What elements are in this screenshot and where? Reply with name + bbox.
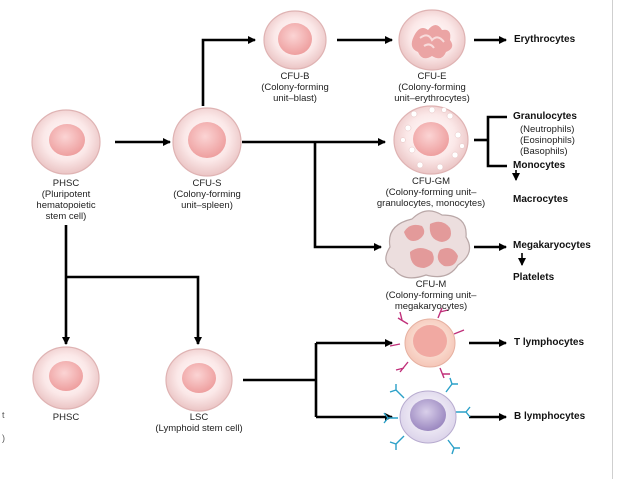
phsc-top-label: PHSC (Pluripotent hematopoietic stem cel…	[20, 178, 112, 222]
b-lymphocyte-cell	[383, 377, 471, 455]
eosinophils-label: (Eosinophils)	[520, 135, 575, 146]
b-lymphocytes-label: B lymphocytes	[514, 411, 586, 422]
cfu-s-cell	[172, 107, 242, 177]
phsc-top-desc-1: (Pluripotent	[41, 189, 91, 200]
edge-fragment-2: )	[2, 433, 5, 443]
cfu-m-name: CFU-M	[415, 279, 447, 290]
cfu-e-name: CFU-E	[417, 71, 447, 82]
edge-fragment-1: t	[2, 410, 5, 420]
cfu-b-desc-2: unit–blast)	[273, 93, 317, 104]
cfu-e-label: CFU-E (Colony-forming unit–erythrocytes)	[372, 71, 492, 104]
phsc-top-cell	[31, 109, 101, 175]
cfu-m-desc-1: (Colony-forming unit–	[385, 290, 477, 301]
cfu-b-label: CFU-B (Colony-forming unit–blast)	[245, 71, 345, 104]
cfu-s-desc-2: unit–spleen)	[181, 200, 233, 211]
cfu-b-name: CFU-B	[280, 71, 310, 82]
cfu-m-label: CFU-M (Colony-forming unit– megakaryocyt…	[358, 279, 504, 312]
granulocytes-label: Granulocytes	[513, 111, 577, 122]
connector-lines	[62, 36, 507, 421]
t-lymphocytes-label: T lymphocytes	[514, 337, 585, 348]
megakaryocytes-label: Megakaryocytes	[513, 240, 591, 251]
cfu-s-name: CFU-S	[192, 178, 222, 189]
cfu-gm-name: CFU-GM	[412, 176, 450, 187]
cfu-b-cell	[263, 10, 327, 70]
minor-arrows	[512, 170, 526, 266]
basophils-label: (Basophils)	[520, 146, 568, 157]
platelets-label: Platelets	[513, 272, 555, 283]
monocytes-label: Monocytes	[513, 160, 566, 171]
cfu-m-cell	[385, 210, 471, 279]
lsc-desc: (Lymphoid stem cell)	[155, 423, 243, 434]
lsc-name: LSC	[189, 412, 209, 423]
lsc-cell	[165, 348, 233, 412]
cfu-b-desc-1: (Colony-forming	[261, 82, 329, 93]
cfu-e-cell	[398, 9, 466, 71]
phsc-top-desc-3: stem cell)	[45, 211, 87, 222]
lsc-label: LSC (Lymphoid stem cell)	[140, 412, 258, 434]
neutrophils-label: (Neutrophils)	[520, 124, 575, 135]
phsc-bottom-label: PHSC	[36, 412, 96, 423]
cfu-gm-desc-2: granulocytes, monocytes)	[376, 198, 486, 209]
t-lymphocyte-cell	[389, 307, 465, 379]
phsc-bottom-name: PHSC	[52, 412, 80, 423]
phsc-bottom-cell	[32, 346, 100, 410]
phsc-top-name: PHSC	[52, 178, 80, 189]
cfu-e-desc-2: unit–erythrocytes)	[394, 93, 470, 104]
cfu-e-desc-1: (Colony-forming	[398, 82, 466, 93]
cfu-gm-cell	[393, 105, 469, 175]
macrocytes-label: Macrocytes	[513, 194, 569, 205]
page-edge-rule	[612, 0, 613, 479]
cfu-gm-desc-1: (Colony-forming unit–	[385, 187, 477, 198]
cfu-s-label: CFU-S (Colony-forming unit–spleen)	[150, 178, 264, 211]
cfu-m-desc-2: megakaryocytes)	[394, 301, 468, 312]
cfu-s-desc-1: (Colony-forming	[173, 189, 241, 200]
cfu-gm-label: CFU-GM (Colony-forming unit– granulocyte…	[356, 176, 506, 209]
erythrocytes-label: Erythrocytes	[514, 34, 576, 45]
phsc-top-desc-2: hematopoietic	[36, 200, 96, 211]
